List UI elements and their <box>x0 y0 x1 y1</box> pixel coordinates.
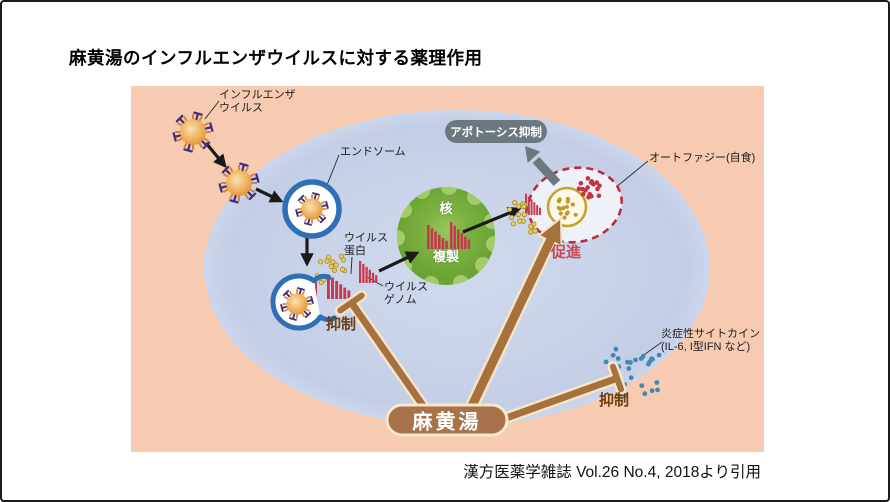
maoto-pill <box>385 403 509 437</box>
pharmacology-diagram: インフルエンザ ウイルス エンドソーム ウイルス 蛋白 ウイルス ゲノム 核 複… <box>131 86 764 452</box>
promotion-label: 促進 <box>551 244 582 261</box>
maoto-arrows <box>334 215 627 423</box>
viral-protein-label: ウイルス 蛋白 <box>344 232 388 257</box>
protein-trail-dots <box>506 200 538 235</box>
citation-text: 漢方医薬学雑誌 Vol.26 No.4, 2018より引用 <box>463 464 761 481</box>
replication-label: 複製 <box>432 249 460 264</box>
nucleus-label: 核 <box>439 201 453 216</box>
apoptosis-inhibition-badge: アポトーシス抑制 <box>445 120 547 143</box>
page-title: 麻黄湯のインフルエンザウイルスに対する薬理作用 <box>69 48 483 68</box>
viral-genome-label: ウイルス ゲノム <box>384 281 428 306</box>
autophagy-label: オートファジー(自食) <box>649 152 756 164</box>
virus-icon <box>172 111 214 153</box>
influenza-virus-label: インフルエンザ ウイルス <box>219 89 296 114</box>
autophagosome-dots <box>556 196 578 220</box>
viral-protein-dots <box>314 253 348 285</box>
diagram-artwork <box>172 100 710 437</box>
apoptosis-arrow <box>525 146 561 187</box>
cytokine-label: 炎症性サイトカイン (IL-6, I型IFN など) <box>661 328 760 353</box>
endosome-uncoating-icon <box>270 273 337 331</box>
leader-lines <box>204 100 663 358</box>
inhibition-left-label: 抑制 <box>326 316 357 333</box>
inhibition-right-label: 抑制 <box>599 392 630 409</box>
maoto-label: 麻黄湯 <box>412 411 482 434</box>
process-arrows <box>204 141 522 273</box>
virus-icon <box>218 162 260 204</box>
endosome-icon <box>282 179 342 239</box>
endosome-label: エンドソーム <box>340 146 406 158</box>
degraded-virus-dots <box>576 176 602 200</box>
